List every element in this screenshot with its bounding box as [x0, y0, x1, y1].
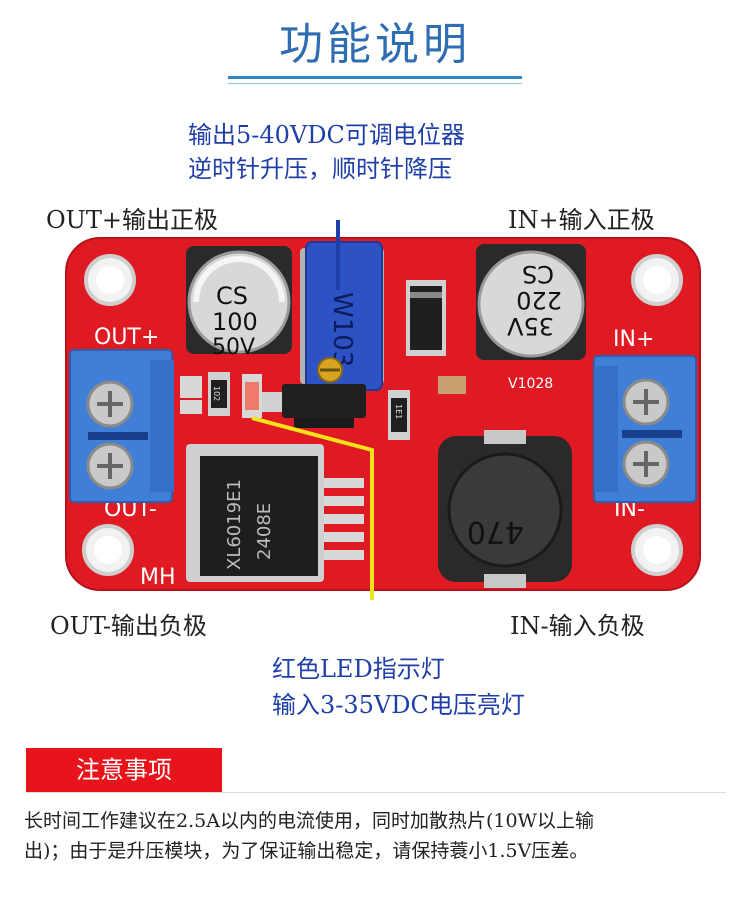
capacitor-input: 35V 220 CS [476, 244, 586, 360]
chip-xl6019: XL6019E1 2408E [186, 444, 364, 582]
title-underline [228, 76, 522, 79]
cap-right-line2: 220 [516, 286, 562, 314]
led-note-line2: 输入3-35VDC电压亮灯 [272, 691, 525, 719]
notice-divider [26, 792, 726, 793]
mounting-hole-bottom-right [631, 524, 683, 576]
label-out-plus: OUT+输出正极 [46, 206, 219, 234]
label-out-minus: OUT-输出负极 [50, 612, 207, 640]
smd-diode [406, 280, 446, 356]
mounting-hole-top-right [631, 254, 683, 306]
cap-right-line3: CS [522, 260, 554, 288]
notice-line2: 出)；由于是升压模块，为了保证输出稳定，请保持蓑小1.5V压差。 [24, 840, 589, 862]
module-board: OUT+ IN+ OUT- IN- MH V1028 CS 100 50V [65, 220, 701, 600]
red-led [242, 374, 262, 418]
led-pointer-line [251, 416, 374, 600]
mounting-hole-top-left [84, 254, 136, 306]
resistor-marking: 102 [212, 386, 221, 401]
cap-left-line2: 100 [212, 308, 258, 336]
potentiometer: W103 [300, 241, 384, 391]
smd-resistor: 102 [208, 372, 230, 416]
pot-note-line2: 逆时针升压，顺时针降压 [188, 155, 452, 183]
chip-marking-2: 2408E [254, 503, 275, 560]
notice-description: 长时间工作建议在2.5A以内的电流使用，同时加散热片(10W以上输 出)；由于是… [24, 806, 730, 866]
smd-pad [180, 376, 202, 398]
inductor-marking: 470 [467, 514, 524, 549]
smd-transistor [262, 384, 366, 428]
silk-in-plus: IN+ [613, 327, 654, 352]
smd-resistor-2: 1E1 [388, 390, 410, 440]
silk-version: V1028 [508, 376, 553, 392]
silk-out-plus: OUT+ [94, 325, 159, 350]
smd-capacitor [438, 376, 466, 394]
chip-marking-1: XL6019E1 [224, 479, 245, 570]
label-in-minus: IN-输入负极 [510, 612, 645, 640]
mounting-hole-bottom-left [82, 524, 134, 576]
title-underline-thin [228, 83, 522, 84]
smd-pad [180, 400, 202, 414]
pot-marking: W103 [327, 292, 357, 367]
terminal-block-out [69, 349, 174, 503]
pot-note-line1: 输出5-40VDC可调电位器 [188, 121, 465, 149]
cap-left-line3: 50V [212, 335, 255, 360]
cap-left-line1: CS [216, 282, 248, 310]
silk-mh: MH [140, 565, 176, 590]
cap-right-line1: 35V [506, 312, 554, 340]
notice-heading: 注意事项 [26, 748, 222, 792]
led-note-line1: 红色LED指示灯 [272, 655, 445, 683]
capacitor-output: CS 100 50V [186, 246, 292, 360]
inductor: 470 [438, 430, 572, 588]
notice-line1: 长时间工作建议在2.5A以内的电流使用，同时加散热片(10W以上输 [24, 810, 595, 832]
terminal-block-in [593, 355, 697, 503]
resistor2-marking: 1E1 [394, 404, 403, 419]
label-in-plus: IN+输入正极 [508, 206, 655, 234]
page-title: 功能说明 [279, 19, 471, 70]
